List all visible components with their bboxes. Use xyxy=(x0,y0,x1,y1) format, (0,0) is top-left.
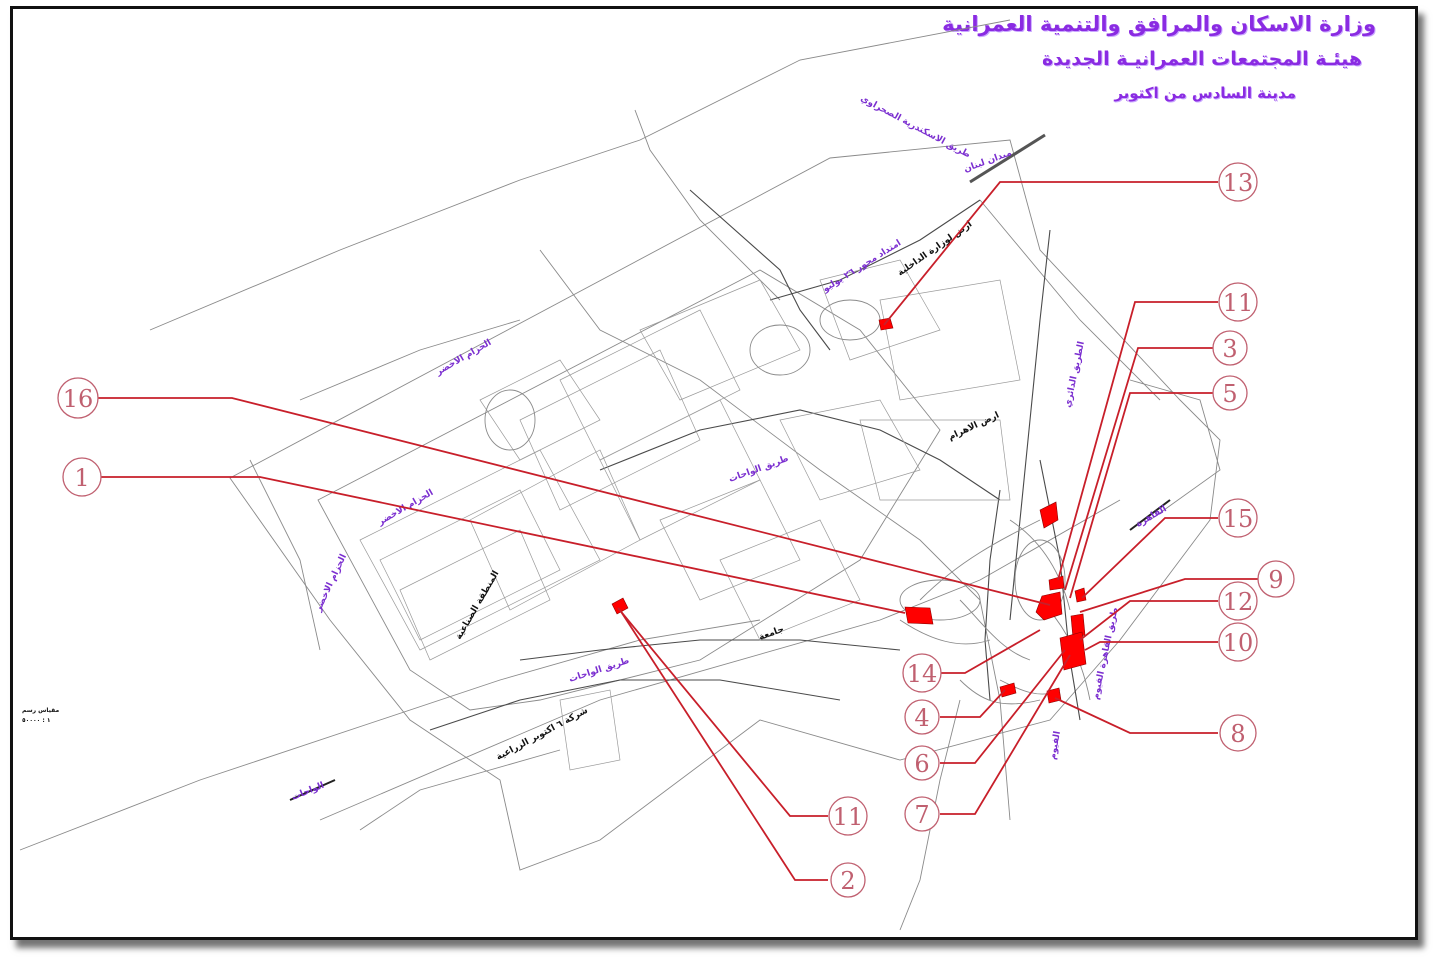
callout-7[interactable]: 7 xyxy=(904,796,940,832)
leader-15 xyxy=(1081,517,1218,599)
label-cairo: القاهرة xyxy=(1135,504,1169,529)
svg-text:3: 3 xyxy=(1222,335,1237,363)
leader-7 xyxy=(940,654,1071,815)
callout-4[interactable]: 4 xyxy=(904,699,940,735)
svg-text:11: 11 xyxy=(1223,289,1254,317)
leader-2 xyxy=(619,609,828,881)
leader-1 xyxy=(100,476,906,614)
callout-12[interactable]: 12 xyxy=(1218,581,1258,621)
leader-12 xyxy=(1079,600,1218,641)
svg-text:7: 7 xyxy=(914,801,929,829)
site-5 xyxy=(1035,591,1063,621)
label-alex-desert-road: طريق الاسكندرية الصحراوي xyxy=(859,94,972,161)
label-wahat-edge: الواحات xyxy=(290,781,325,803)
svg-text:5: 5 xyxy=(1222,380,1237,408)
label-dairy-road: الطريق الدائري xyxy=(1063,341,1087,409)
svg-text:4: 4 xyxy=(914,704,929,732)
authority-title: هيئـة المجتمعات العمرانيـة الجديدة xyxy=(1041,48,1362,70)
svg-text:1: 1 xyxy=(74,464,89,492)
svg-text:13: 13 xyxy=(1223,169,1254,197)
leader-8 xyxy=(1054,697,1218,734)
callout-11b[interactable]: 11 xyxy=(828,796,868,836)
svg-text:9: 9 xyxy=(1268,566,1283,594)
leader-13 xyxy=(883,181,1218,326)
leader-14 xyxy=(940,629,1041,674)
label-fayoum: الفيوم xyxy=(1048,730,1063,760)
leader-10 xyxy=(1084,641,1218,651)
callout-14[interactable]: 14 xyxy=(902,653,942,693)
map-frame xyxy=(10,6,1418,940)
callout-1[interactable]: 1 xyxy=(62,457,102,497)
svg-text:16: 16 xyxy=(63,385,94,413)
label-ahram-land: ارض الاهرام xyxy=(947,410,1001,442)
svg-text:14: 14 xyxy=(907,660,938,688)
label-green-belt-3: الحزام الاخضر xyxy=(313,553,349,614)
callout-bubbles: 13 11 3 5 16 1 15 9 12 10 14 4 8 6 7 11 … xyxy=(57,162,1295,898)
site-4 xyxy=(999,682,1017,698)
map-labels: طريق الاسكندرية الصحراوي ميدان لبنان امت… xyxy=(22,94,1168,803)
callout-3[interactable]: 3 xyxy=(1212,330,1248,366)
scale-note-line1: مقياس رسم xyxy=(22,707,59,714)
svg-text:11: 11 xyxy=(833,803,864,831)
planning-boundaries xyxy=(19,19,1221,931)
leader-4 xyxy=(940,689,1006,718)
callout-10[interactable]: 10 xyxy=(1218,622,1258,662)
svg-text:2: 2 xyxy=(840,867,855,895)
svg-text:12: 12 xyxy=(1223,588,1254,616)
callout-11a[interactable]: 11 xyxy=(1218,282,1258,322)
callout-2[interactable]: 2 xyxy=(830,862,866,898)
leader-11a xyxy=(1057,301,1218,581)
city-title: مدينة السادس من اكتوبر xyxy=(1114,84,1296,102)
label-green-belt-1: الحزام الاخضر xyxy=(434,338,494,378)
label-agri-company: شركة ٦ اكتوبر الزراعية xyxy=(495,706,590,763)
leader-11b xyxy=(617,607,828,817)
label-industrial-zone: المنطقة الصناعية xyxy=(454,569,502,641)
site-15 xyxy=(1074,587,1087,603)
callout-5[interactable]: 5 xyxy=(1212,375,1248,411)
site-13 xyxy=(878,317,894,331)
scale-note-line2: ١ : ٥٠٠٠٠ xyxy=(22,717,51,724)
main-roads xyxy=(289,133,1171,801)
site-3 xyxy=(1048,575,1065,591)
leader-5 xyxy=(1069,392,1218,599)
callout-8[interactable]: 8 xyxy=(1219,714,1257,752)
site-1 xyxy=(904,606,934,625)
leader-16 xyxy=(98,397,1051,606)
callout-13[interactable]: 13 xyxy=(1218,162,1258,202)
site-2 xyxy=(611,597,629,615)
svg-text:15: 15 xyxy=(1223,505,1254,533)
label-july26-extension: امتداد محور ٢٦ يوليو xyxy=(820,238,903,295)
leader-3 xyxy=(1064,347,1218,591)
callout-15[interactable]: 15 xyxy=(1218,498,1258,538)
leader-6 xyxy=(940,649,1066,764)
leader-9 xyxy=(1079,578,1258,613)
callout-16[interactable]: 16 xyxy=(57,377,99,419)
svg-text:10: 10 xyxy=(1223,629,1254,657)
callout-9[interactable]: 9 xyxy=(1257,560,1295,598)
svg-text:8: 8 xyxy=(1230,720,1245,748)
callout-leaders xyxy=(98,181,1258,881)
site-11a xyxy=(1039,501,1059,529)
ministry-title: وزارة الاسكان والمرافق والتنمية العمراني… xyxy=(942,12,1376,36)
district-blocks xyxy=(359,259,1021,771)
callout-6[interactable]: 6 xyxy=(904,745,940,781)
svg-text:6: 6 xyxy=(914,750,929,778)
